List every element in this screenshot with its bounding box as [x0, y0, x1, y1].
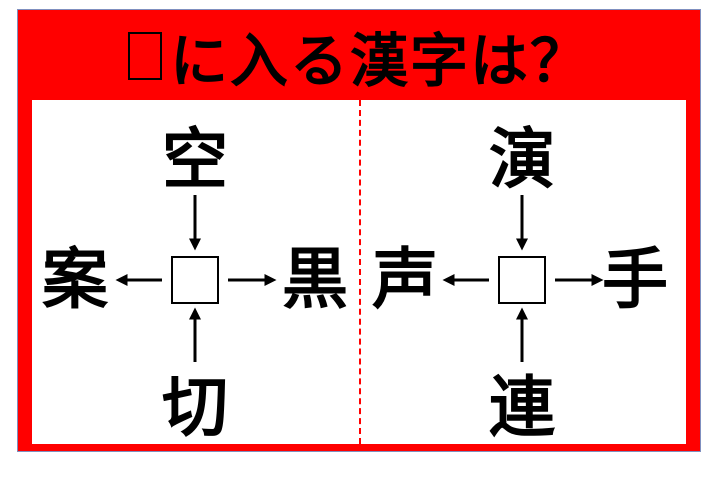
- kanji-left-2: 声: [372, 241, 438, 318]
- puzzle-frame: に入る漢字は？ 空 案 黒 切 演 声 手 連: [17, 9, 701, 452]
- puzzle-area: 空 案 黒 切 演 声 手 連: [32, 100, 686, 446]
- puzzle-title: に入る漢字は？: [18, 16, 700, 96]
- answer-box-1[interactable]: [171, 256, 219, 304]
- kanji-right-2: 手: [602, 241, 668, 318]
- kanji-left-1: 案: [42, 241, 108, 318]
- kanji-right-1: 黒: [282, 241, 348, 318]
- blank-square-icon: [127, 32, 162, 80]
- dashed-divider: [359, 100, 361, 444]
- kanji-top-2: 演: [489, 121, 555, 198]
- kanji-top-1: 空: [162, 121, 228, 198]
- arrows: [115, 195, 604, 362]
- kanji-bottom-2: 連: [489, 369, 555, 446]
- title-text: に入る漢字は？: [169, 27, 590, 95]
- answer-box-2[interactable]: [498, 256, 546, 304]
- kanji-bottom-1: 切: [162, 369, 228, 446]
